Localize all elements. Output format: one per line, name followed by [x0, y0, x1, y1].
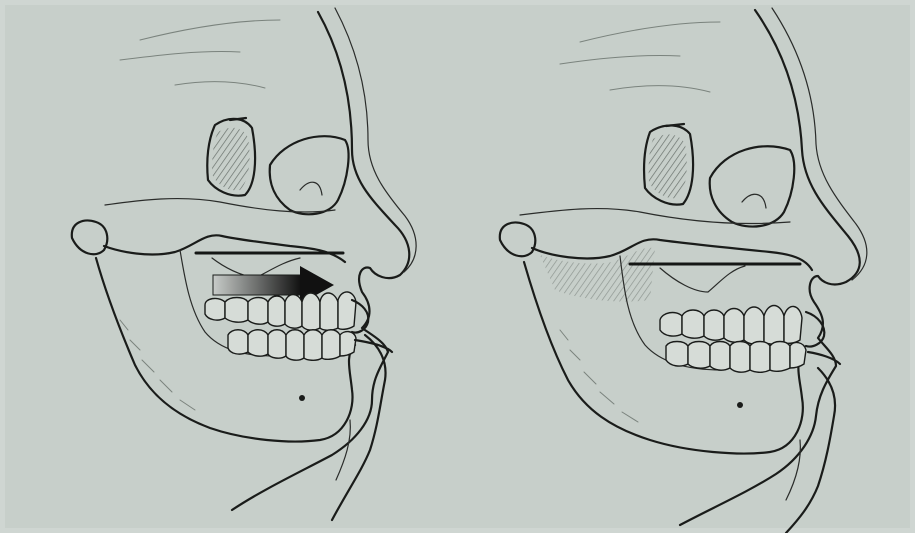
right-mental-foramen — [737, 402, 743, 408]
left-mental-foramen — [299, 395, 305, 401]
left-zygoma-hatch — [212, 128, 250, 191]
arrow-shaft — [213, 275, 301, 295]
right-zygoma-hatch — [649, 134, 687, 198]
